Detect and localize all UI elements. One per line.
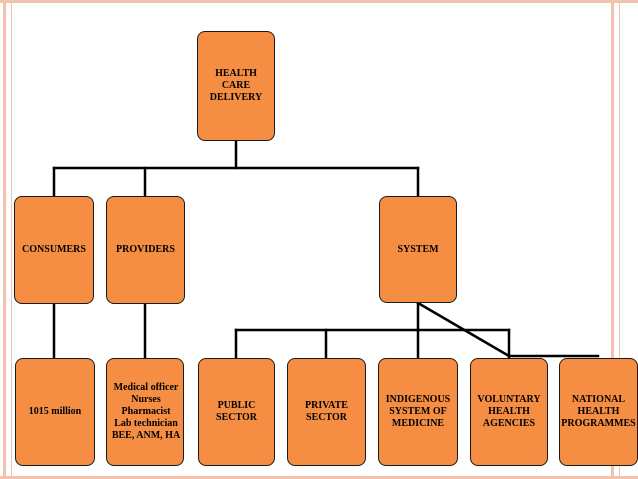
- node-indigenous-medicine-label: INDIGENOUS SYSTEM OF MEDICINE: [385, 394, 451, 429]
- node-staff-label: Medical officer Nurses Pharmacist Lab te…: [111, 382, 181, 441]
- node-population-label: 1015 million: [28, 406, 82, 417]
- slide-frame-left-inner: [11, 0, 12, 479]
- node-providers: PROVIDERS: [106, 196, 185, 304]
- node-population: 1015 million: [15, 358, 95, 466]
- node-voluntary-health-agencies: VOLUNTARY HEALTH AGENCIES: [470, 358, 548, 466]
- node-private-sector-label: PRIVATE SECTOR: [305, 400, 348, 423]
- node-consumers-label: CONSUMERS: [22, 244, 86, 255]
- slide-frame-left: [3, 0, 6, 479]
- node-staff: Medical officer Nurses Pharmacist Lab te…: [106, 358, 184, 466]
- slide-frame-right-inner: [619, 0, 620, 479]
- node-health-care-delivery-label: HEALTH CARE DELIVERY: [209, 68, 263, 103]
- connector-system-diagonal: [416, 301, 511, 358]
- node-private-sector: PRIVATE SECTOR: [287, 358, 366, 466]
- node-national-health-programmes: NATIONAL HEALTH PROGRAMMES: [559, 358, 638, 466]
- node-national-health-programmes-label: NATIONAL HEALTH PROGRAMMES: [561, 394, 636, 429]
- node-public-sector: PUBLIC SECTOR: [198, 358, 275, 466]
- node-consumers: CONSUMERS: [14, 196, 94, 304]
- node-providers-label: PROVIDERS: [116, 244, 175, 255]
- slide-frame-top: [0, 0, 638, 3]
- node-voluntary-health-agencies-label: VOLUNTARY HEALTH AGENCIES: [477, 394, 541, 429]
- node-public-sector-label: PUBLIC SECTOR: [216, 400, 257, 423]
- slide-frame-bottom: [0, 476, 638, 479]
- node-indigenous-medicine: INDIGENOUS SYSTEM OF MEDICINE: [378, 358, 458, 466]
- node-system: SYSTEM: [379, 196, 457, 303]
- slide-frame-right: [611, 0, 614, 479]
- node-health-care-delivery: HEALTH CARE DELIVERY: [197, 31, 275, 141]
- node-system-label: SYSTEM: [397, 243, 439, 255]
